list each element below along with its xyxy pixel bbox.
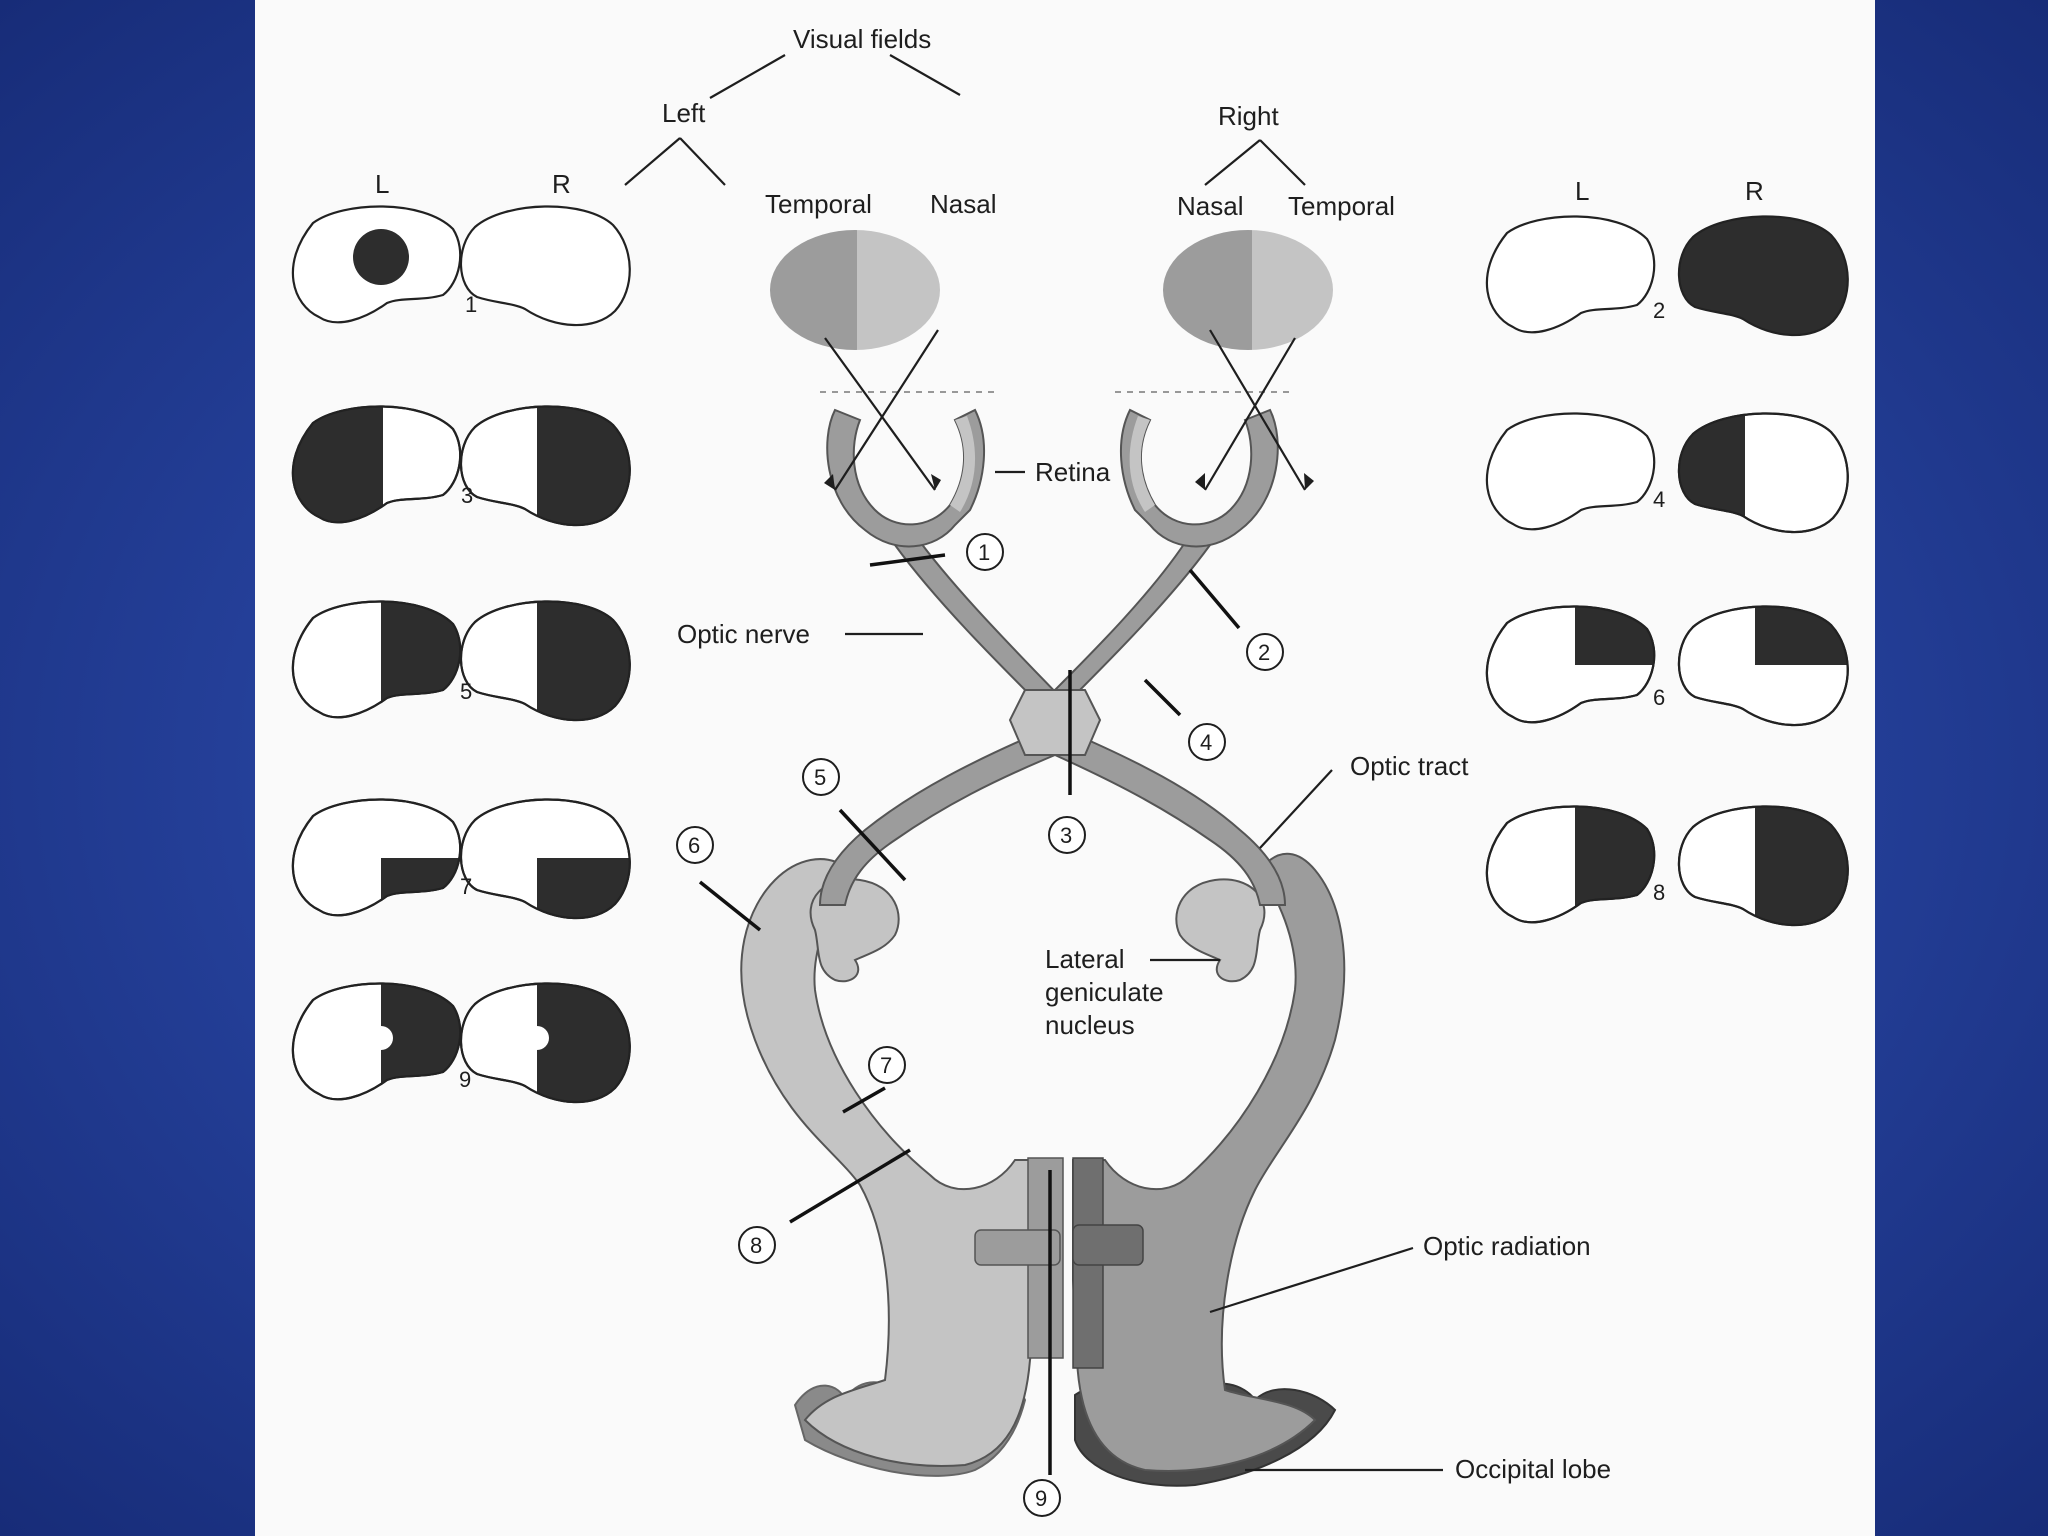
label-lgn-3: nucleus bbox=[1045, 1010, 1135, 1040]
visual-field-charts: L R L R 1 3 bbox=[291, 169, 1849, 1104]
right-eye-field bbox=[1163, 230, 1333, 350]
lesion-marker-2: 2 bbox=[1258, 640, 1270, 665]
optic-chiasm bbox=[1008, 689, 1102, 756]
field-chart-6-right bbox=[1677, 605, 1849, 727]
lesion-marker-6: 6 bbox=[688, 833, 700, 858]
lesion-marker-4: 4 bbox=[1200, 730, 1212, 755]
header-right-l: L bbox=[1575, 176, 1589, 206]
optic-tract-right bbox=[1053, 728, 1287, 906]
chart-number-7: 7 bbox=[460, 874, 472, 899]
lesion-marker-8: 8 bbox=[750, 1233, 762, 1258]
label-occipital-lobe: Occipital lobe bbox=[1455, 1454, 1611, 1484]
structure-labels: Retina Optic nerve Optic tract Lateral g… bbox=[677, 457, 1611, 1484]
header-right-r: R bbox=[1745, 176, 1764, 206]
label-visual-fields: Visual fields bbox=[793, 24, 931, 54]
chart-number-2: 2 bbox=[1653, 298, 1665, 323]
lesion-sites: 1 2 3 4 5 6 7 8 9 bbox=[676, 533, 1284, 1517]
lesion-marker-3: 3 bbox=[1060, 823, 1072, 848]
label-optic-radiation: Optic radiation bbox=[1423, 1231, 1591, 1261]
field-chart-8-right bbox=[1677, 805, 1849, 927]
optic-pathway bbox=[740, 329, 1346, 1487]
optic-radiation-right bbox=[1072, 852, 1346, 1472]
label-left: Left bbox=[662, 98, 706, 128]
label-temporal-left: Temporal bbox=[765, 189, 872, 219]
label-nasal-right: Nasal bbox=[1177, 191, 1243, 221]
field-chart-8-left bbox=[1485, 805, 1656, 924]
label-lgn-2: geniculate bbox=[1045, 977, 1164, 1007]
label-temporal-right: Temporal bbox=[1288, 191, 1395, 221]
optic-tract-left bbox=[818, 728, 1057, 906]
chart-number-6: 6 bbox=[1653, 685, 1665, 710]
left-eye-field bbox=[770, 230, 940, 350]
label-nasal-left: Nasal bbox=[930, 189, 996, 219]
optic-radiation-left bbox=[740, 858, 1046, 1467]
lesion-marker-7: 7 bbox=[880, 1053, 892, 1078]
field-chart-2-right bbox=[1677, 215, 1849, 337]
chart-number-9: 9 bbox=[459, 1067, 471, 1092]
field-chart-1-left bbox=[291, 205, 462, 324]
field-chart-3-right bbox=[459, 405, 631, 527]
label-retina: Retina bbox=[1035, 457, 1111, 487]
label-optic-tract: Optic tract bbox=[1350, 751, 1469, 781]
header-left-l: L bbox=[375, 169, 389, 199]
retina-right bbox=[1120, 408, 1279, 548]
lesion-marker-1: 1 bbox=[978, 540, 990, 565]
chart-number-4: 4 bbox=[1653, 487, 1665, 512]
field-chart-2-left bbox=[1485, 215, 1656, 334]
field-chart-5-right bbox=[459, 600, 631, 722]
chart-number-8: 8 bbox=[1653, 880, 1665, 905]
lesion-marker-5: 5 bbox=[814, 765, 826, 790]
label-right: Right bbox=[1218, 101, 1279, 131]
field-chart-9-right bbox=[459, 982, 631, 1104]
visual-pathway-diagram: L R L R 1 3 bbox=[291, 24, 1849, 1517]
visual-field-labels: Visual fields Left Right Temporal Nasal … bbox=[624, 24, 1395, 221]
field-chart-4-right bbox=[1677, 412, 1849, 534]
field-chart-7-right bbox=[459, 798, 631, 920]
lesion-marker-9: 9 bbox=[1035, 1486, 1047, 1511]
label-lgn-1: Lateral bbox=[1045, 944, 1125, 974]
field-chart-3-left bbox=[291, 405, 462, 524]
label-optic-nerve: Optic nerve bbox=[677, 619, 810, 649]
chart-number-1: 1 bbox=[465, 292, 477, 317]
lgn-right bbox=[1175, 878, 1266, 983]
field-chart-4-left bbox=[1485, 412, 1656, 531]
field-chart-1-right bbox=[459, 205, 631, 327]
chart-number-3: 3 bbox=[461, 483, 473, 508]
header-left-r: R bbox=[552, 169, 571, 199]
retina-left bbox=[826, 408, 985, 548]
chart-number-5: 5 bbox=[460, 679, 472, 704]
diagram-slide: L R L R 1 3 bbox=[255, 0, 1875, 1536]
